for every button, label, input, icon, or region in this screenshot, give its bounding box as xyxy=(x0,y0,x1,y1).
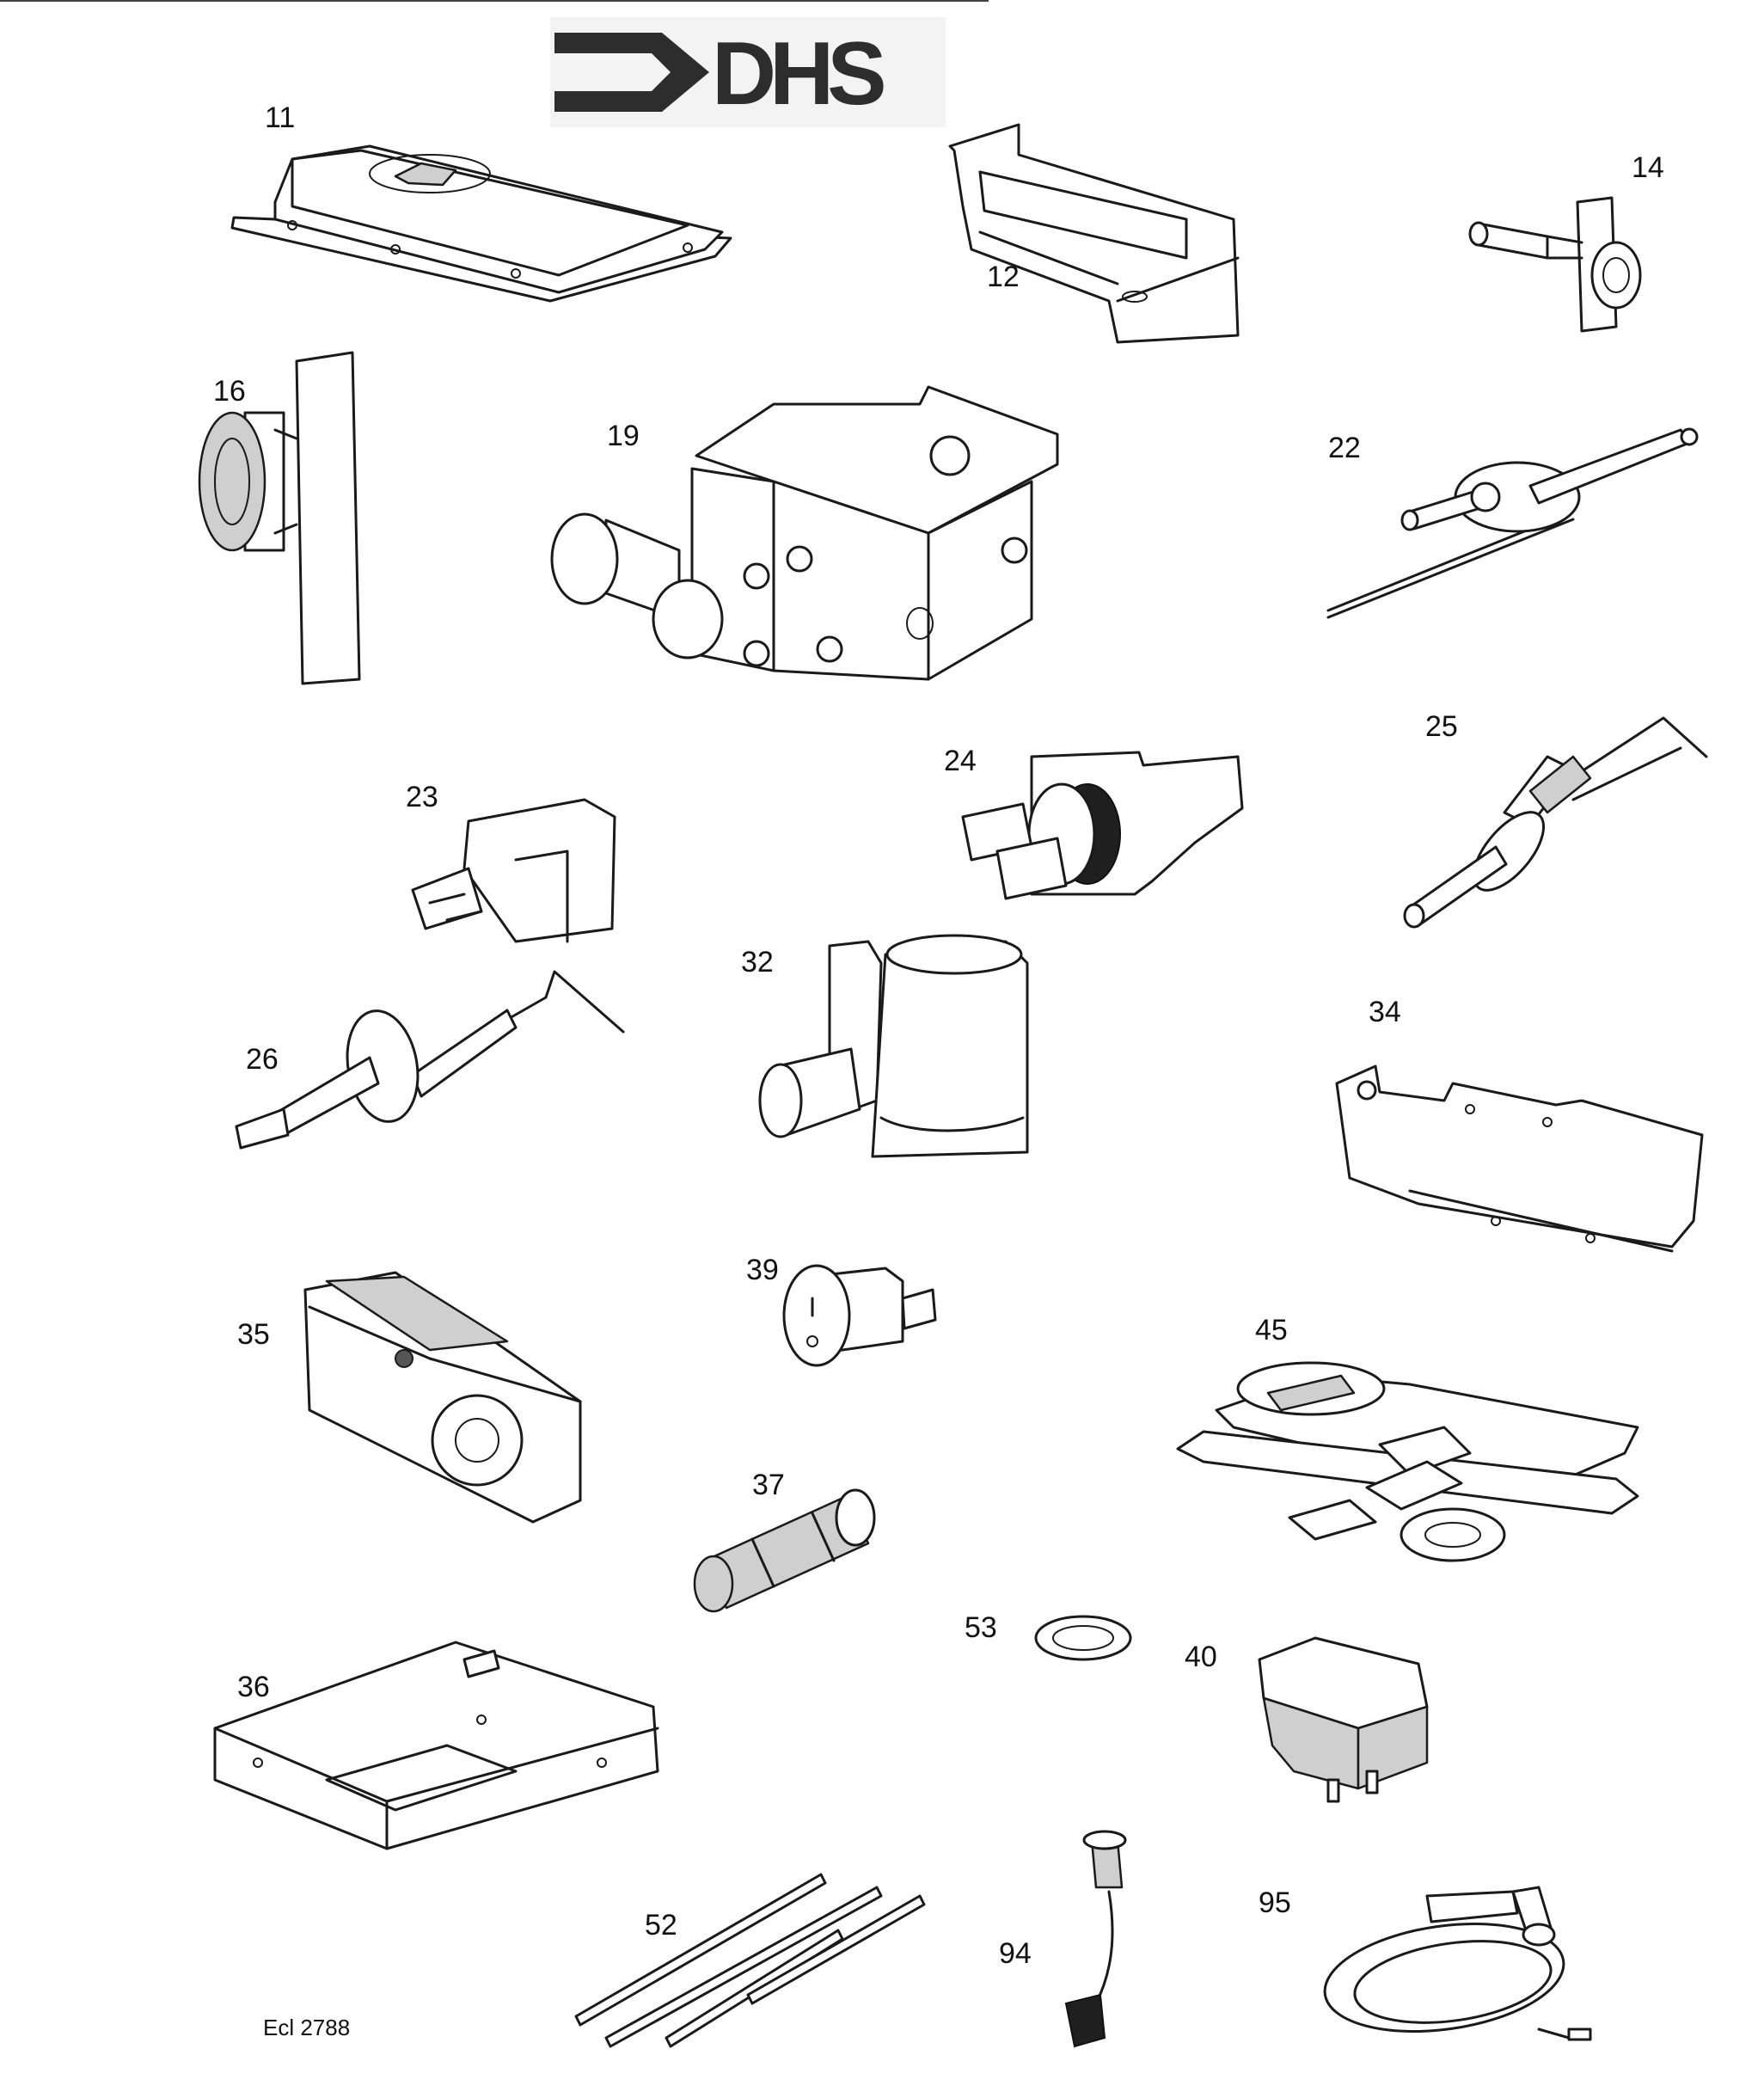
top-rule xyxy=(0,0,989,2)
part-53-washer xyxy=(1034,1615,1132,1661)
part-24-thermal-switch xyxy=(961,751,1244,900)
dhs-logo: DHS xyxy=(550,17,946,127)
label-part-23: 23 xyxy=(406,781,438,813)
dhs-arrow-icon xyxy=(554,33,709,112)
logo-text: DHS xyxy=(712,24,887,124)
label-part-94: 94 xyxy=(999,1937,1032,1970)
part-14-connector xyxy=(1468,196,1642,333)
label-part-26: 26 xyxy=(246,1043,279,1076)
label-part-52: 52 xyxy=(645,1909,677,1942)
label-part-95: 95 xyxy=(1259,1886,1291,1919)
part-22-electrode xyxy=(1326,427,1699,619)
part-35-control-housing xyxy=(303,1271,582,1524)
label-part-35: 35 xyxy=(237,1318,270,1351)
label-part-22: 22 xyxy=(1328,432,1361,464)
part-12-bracket xyxy=(948,123,1240,344)
part-37-fuse xyxy=(693,1488,876,1613)
label-part-12: 12 xyxy=(987,261,1020,293)
label-part-19: 19 xyxy=(607,420,640,452)
part-19-gas-valve xyxy=(550,385,1059,681)
label-part-16: 16 xyxy=(213,375,246,408)
part-34-bracket xyxy=(1335,1064,1704,1253)
label-part-32: 32 xyxy=(741,946,774,978)
label-part-53: 53 xyxy=(965,1611,997,1644)
part-23-switch xyxy=(411,798,616,943)
part-26-electrode xyxy=(235,970,625,1150)
label-part-34: 34 xyxy=(1369,996,1401,1028)
part-95-ht-lead xyxy=(1323,1886,1592,2041)
part-40-relay xyxy=(1258,1636,1429,1803)
part-16-sight-glass xyxy=(198,351,361,685)
label-part-40: 40 xyxy=(1185,1641,1217,1673)
part-94-ht-lead xyxy=(1064,1830,1127,2048)
drawing-reference: Ecl 2788 xyxy=(263,2015,351,2040)
part-11-cover-plate xyxy=(230,144,732,303)
label-part-36: 36 xyxy=(237,1671,270,1703)
part-45-gasket-kit xyxy=(1176,1361,1639,1562)
label-part-11: 11 xyxy=(265,101,296,134)
part-36-base-plate xyxy=(213,1641,659,1850)
part-32-flow-body xyxy=(758,934,1029,1158)
part-25-electrode-assembly xyxy=(1403,716,1708,929)
label-part-37: 37 xyxy=(752,1469,785,1501)
label-part-14: 14 xyxy=(1632,151,1664,184)
label-part-24: 24 xyxy=(944,745,977,777)
label-part-39: 39 xyxy=(746,1254,779,1286)
part-39-indicator-lamp xyxy=(782,1264,937,1367)
label-part-25: 25 xyxy=(1425,710,1458,743)
part-52-seal-strips xyxy=(574,1873,926,2048)
label-part-45: 45 xyxy=(1255,1314,1288,1347)
